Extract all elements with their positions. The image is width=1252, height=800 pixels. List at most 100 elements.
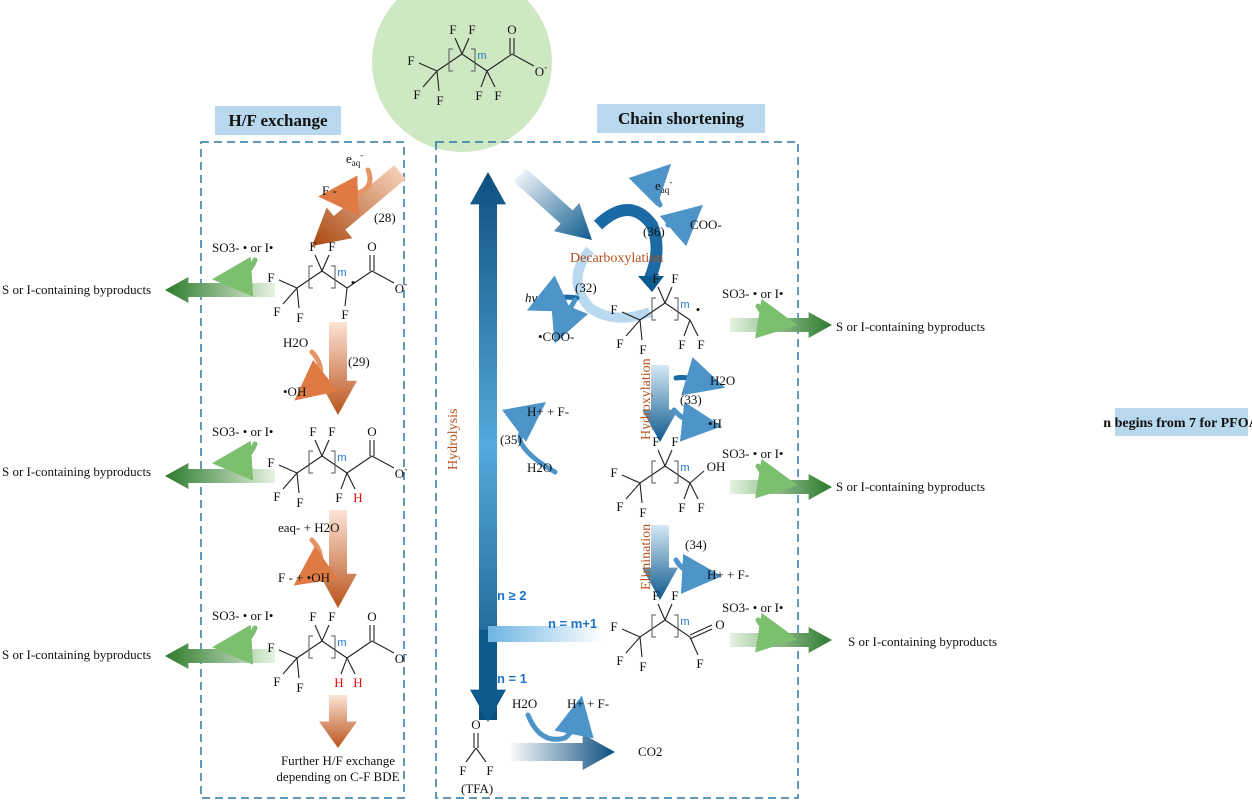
- atom-label: F: [335, 490, 342, 505]
- step-33: (33): [680, 392, 702, 407]
- bond: [278, 279, 298, 289]
- decarboxylation-loop-32: [572, 246, 652, 323]
- bond: [340, 657, 348, 675]
- cs-h2o-label: H2O: [710, 373, 735, 388]
- bond: [511, 53, 535, 67]
- bond: [657, 286, 666, 304]
- repeat-unit-m: m: [337, 637, 346, 649]
- bond: [664, 603, 673, 621]
- green-curve-right-3: [754, 612, 798, 653]
- h-f-label-35: H+ + F-: [527, 404, 569, 419]
- bond: [314, 439, 323, 457]
- h2o-curve-33: [673, 357, 726, 396]
- oh-radical-label: •OH: [283, 384, 306, 399]
- step-36: (36): [643, 224, 665, 239]
- coo-minus-label: COO-: [690, 217, 722, 232]
- chain-shortening-panel: [435, 141, 799, 799]
- bond: [346, 270, 373, 289]
- bond: [625, 636, 641, 654]
- oh-release-arrow: [294, 349, 339, 401]
- atom-label: F: [652, 588, 659, 603]
- bond: [689, 470, 705, 484]
- decarboxylation-head-36: [638, 276, 664, 292]
- bond: [422, 70, 438, 88]
- cs-byproducts-3: S or I-containing byproducts: [848, 634, 997, 649]
- atom-label: F: [697, 500, 704, 515]
- decarboxylation-loop-36: [593, 204, 663, 281]
- green-curve-left-2: [212, 440, 258, 481]
- hydroxylation-label: Hydroxylation: [639, 358, 654, 440]
- h-f-label-34: H+ + F-: [707, 567, 749, 582]
- bond: [346, 657, 356, 675]
- bond: [340, 472, 348, 490]
- atom-label: F: [413, 87, 420, 102]
- co2-label: CO2: [638, 744, 663, 759]
- atom-label: F: [678, 337, 685, 352]
- bond: [346, 640, 373, 659]
- atom-label: F: [616, 653, 623, 668]
- tfa-hydrolysis-curve: [525, 695, 594, 742]
- bond: [296, 657, 300, 679]
- note-text: n begins from 7 for PFOA: [1103, 416, 1252, 431]
- dh-substituted-molecule: [278, 624, 395, 679]
- pfoa-molecule: [418, 37, 535, 92]
- chain-shortening-header: Chain shortening: [618, 109, 745, 128]
- hf-curve-34: [673, 553, 722, 594]
- bracket-left: [308, 450, 313, 474]
- atom-label: F: [341, 307, 348, 322]
- coo-radical-label: •COO-: [538, 329, 574, 344]
- bond: [480, 70, 488, 88]
- bracket-right: [674, 460, 679, 484]
- eaq-h2o-label: eaq- + H2O: [278, 520, 339, 535]
- radical-carboxylate-molecule: [278, 254, 395, 309]
- atom-label: F: [267, 455, 274, 470]
- bracket-left: [308, 635, 313, 659]
- bracket-left: [651, 460, 656, 484]
- cs-byproducts-1: S or I-containing byproducts: [836, 319, 985, 334]
- atom-label: F: [296, 310, 303, 325]
- hv-curve-32: [526, 275, 580, 312]
- bond: [683, 319, 691, 337]
- hydrolysis-arrow-down: [470, 630, 506, 722]
- further-exchange-line1: Further H/F exchange: [281, 753, 395, 768]
- atom-label: F: [610, 465, 617, 480]
- byproducts-1: S or I-containing byproducts: [2, 282, 151, 297]
- atom-label: O: [471, 717, 480, 732]
- bracket-left: [308, 265, 313, 289]
- bond: [461, 37, 470, 55]
- bond: [321, 439, 330, 457]
- bond: [625, 319, 641, 337]
- bond: [639, 319, 643, 341]
- atom-label: O-: [395, 649, 407, 666]
- bond: [371, 455, 395, 469]
- bond: [321, 254, 330, 272]
- bond: [344, 287, 348, 307]
- hydrogen-red: H: [353, 675, 362, 690]
- repeat-unit-m: m: [337, 267, 346, 279]
- bracket-right: [331, 265, 336, 289]
- byproducts-3: S or I-containing byproducts: [2, 647, 151, 662]
- bond: [418, 62, 438, 72]
- bond: [621, 311, 641, 321]
- further-exchange-line2: depending on C-F BDE: [276, 769, 399, 784]
- green-arrow-right-3: [730, 627, 832, 653]
- atom-label: F: [639, 505, 646, 520]
- hf-exchange-header: H/F exchange: [229, 111, 328, 130]
- atom-label: F: [267, 640, 274, 655]
- atom-label: F: [328, 424, 335, 439]
- bond: [346, 455, 373, 474]
- h2o-label-35: H2O: [527, 460, 552, 475]
- atom-label: O: [507, 22, 516, 37]
- n-m1-label: n = m+1: [548, 616, 597, 631]
- bond: [657, 449, 666, 467]
- n-1-label: n = 1: [497, 671, 527, 686]
- atom-label: F: [296, 680, 303, 695]
- cs-byproducts-2: S or I-containing byproducts: [836, 479, 985, 494]
- perfluoroalcohol-molecule: [621, 449, 705, 504]
- bond: [296, 472, 300, 494]
- bond: [689, 319, 699, 337]
- perfluoroalkyl-radical-molecule: [621, 286, 699, 341]
- atom-label: F: [459, 763, 466, 778]
- bracket-right: [331, 635, 336, 659]
